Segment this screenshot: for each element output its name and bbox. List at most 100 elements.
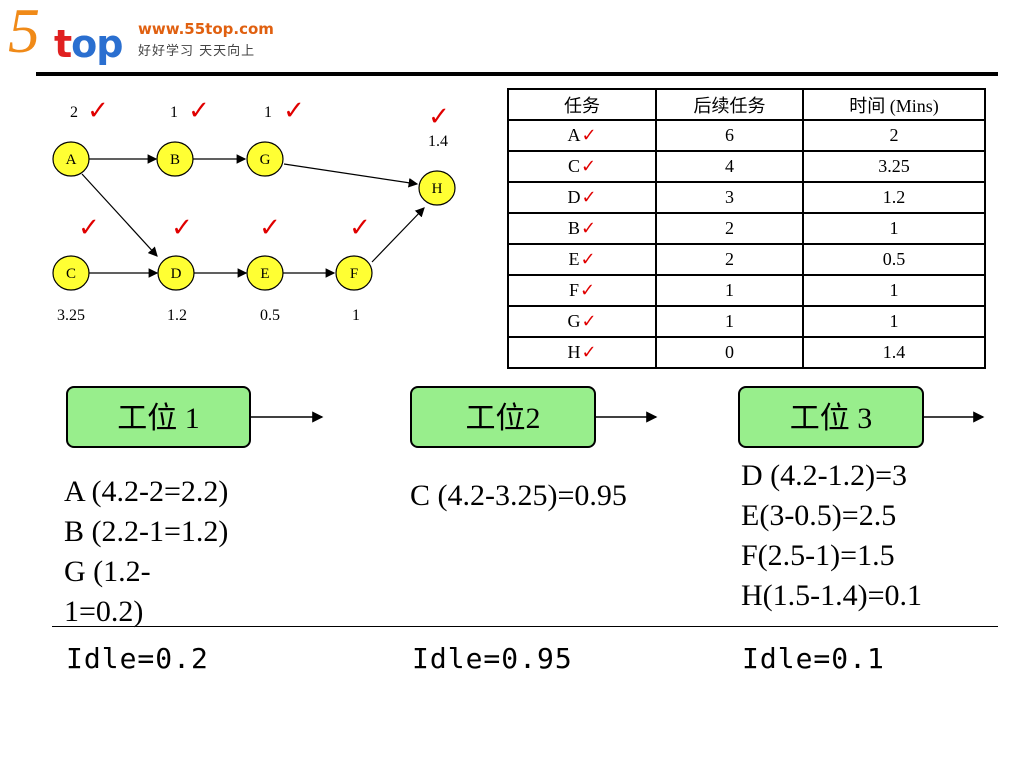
node-g bbox=[246, 141, 284, 177]
task-cell: H✓ bbox=[507, 336, 657, 369]
time-label-e: 0.5 bbox=[260, 307, 280, 324]
header-time: 时间 (Mins) bbox=[802, 88, 986, 121]
check-icon: ✓ bbox=[87, 96, 109, 126]
node-d bbox=[157, 255, 195, 291]
task-cell: C✓ bbox=[507, 150, 657, 183]
task-cell: F✓ bbox=[507, 274, 657, 307]
check-icon: ✓ bbox=[349, 213, 371, 243]
task-name: G bbox=[567, 311, 581, 331]
node-e-label: E bbox=[260, 266, 269, 282]
task-name: D bbox=[567, 187, 581, 207]
calc-line: 1=0.2) bbox=[64, 595, 144, 628]
time-cell: 1 bbox=[802, 305, 986, 338]
task-name: F bbox=[568, 280, 579, 300]
check-icon: ✓ bbox=[580, 218, 597, 239]
node-h bbox=[418, 170, 456, 206]
precedence-network: A B G H C D E F 2 1 1 1.4 3.25 1.2 0.5 1… bbox=[52, 96, 456, 324]
header-time-text: 时间 (Mins) bbox=[849, 95, 939, 116]
time-label-b: 1 bbox=[170, 104, 178, 121]
station-3-box: 工位 3 bbox=[738, 386, 924, 448]
table-row: B✓ 2 1 bbox=[507, 212, 986, 245]
successors-cell: 4 bbox=[655, 150, 804, 183]
task-table: 任务 后续任务 时间 (Mins) A✓ 6 2 C✓ 4 3.25 D✓ 3 … bbox=[507, 88, 986, 369]
task-name: A bbox=[567, 125, 581, 145]
task-cell: G✓ bbox=[507, 305, 657, 338]
table-row: C✓ 4 3.25 bbox=[507, 150, 986, 183]
successors-cell: 2 bbox=[655, 243, 804, 276]
station-2-calc: C (4.2-3.25)=0.95 bbox=[410, 476, 627, 516]
successors-cell: 2 bbox=[655, 212, 804, 245]
table-row: H✓ 0 1.4 bbox=[507, 336, 986, 369]
station-2-box: 工位2 bbox=[410, 386, 596, 448]
check-icon: ✓ bbox=[259, 213, 281, 243]
time-cell: 1 bbox=[802, 212, 986, 245]
check-icon: ✓ bbox=[581, 187, 597, 208]
logo-slogan: 好好学习 天天向上 bbox=[138, 44, 256, 59]
station-1-box: 工位 1 bbox=[66, 386, 251, 448]
successors-cell: 3 bbox=[655, 181, 804, 214]
station-3-calc: D (4.2-1.2)=3 E(3-0.5)=2.5 F(2.5-1)=1.5 … bbox=[741, 456, 922, 616]
edge-a-d bbox=[81, 173, 158, 257]
task-cell: A✓ bbox=[507, 119, 657, 152]
table-row: A✓ 6 2 bbox=[507, 119, 986, 152]
check-icon: ✓ bbox=[581, 342, 597, 363]
calc-line: A (4.2-2=2.2) bbox=[64, 475, 229, 508]
table-row: E✓ 2 0.5 bbox=[507, 243, 986, 276]
logo-top-t: t bbox=[54, 22, 72, 66]
check-icon: ✓ bbox=[78, 213, 100, 243]
network-edges bbox=[81, 154, 425, 278]
logo-top: top bbox=[54, 22, 123, 66]
successors-cell: 1 bbox=[655, 305, 804, 338]
time-label-d: 1.2 bbox=[167, 307, 187, 324]
check-icon: ✓ bbox=[171, 213, 193, 243]
task-cell: B✓ bbox=[507, 212, 657, 245]
calc-line: C (4.2-3.25)=0.95 bbox=[410, 479, 627, 512]
table-row: G✓ 1 1 bbox=[507, 305, 986, 338]
check-icon: ✓ bbox=[283, 96, 305, 126]
station-arrows bbox=[251, 411, 985, 423]
successors-cell: 1 bbox=[655, 274, 804, 307]
check-icon: ✓ bbox=[581, 125, 597, 146]
station-2-idle: Idle=0.95 bbox=[412, 642, 573, 675]
calc-line: G (1.2- bbox=[64, 555, 151, 588]
node-e bbox=[246, 255, 284, 291]
node-b bbox=[156, 141, 194, 177]
edge-f-h bbox=[371, 207, 425, 263]
node-c-label: C bbox=[66, 266, 76, 282]
node-f-label: F bbox=[350, 266, 358, 282]
task-name: B bbox=[567, 218, 580, 238]
check-icon: ✓ bbox=[579, 280, 596, 301]
check-icon: ✓ bbox=[188, 96, 210, 126]
logo-url: www.55top.com bbox=[138, 20, 274, 38]
header-task: 任务 bbox=[507, 88, 657, 121]
time-cell: 2 bbox=[802, 119, 986, 152]
logo-five: 5 bbox=[8, 0, 40, 66]
calc-line: H(1.5-1.4)=0.1 bbox=[741, 579, 923, 612]
station-3-idle: Idle=0.1 bbox=[742, 642, 885, 675]
check-icon: ✓ bbox=[580, 156, 597, 177]
time-label-c: 3.25 bbox=[57, 307, 85, 324]
logo-top-op: op bbox=[71, 22, 123, 66]
check-icon: ✓ bbox=[428, 102, 450, 132]
node-a bbox=[52, 141, 90, 177]
time-cell: 3.25 bbox=[802, 150, 986, 183]
calc-line: B (2.2-1=1.2) bbox=[64, 515, 229, 548]
node-a-label: A bbox=[66, 152, 77, 168]
task-cell: E✓ bbox=[507, 243, 657, 276]
edge-g-h bbox=[283, 163, 419, 188]
time-cell: 0.5 bbox=[802, 243, 986, 276]
table-row: F✓ 1 1 bbox=[507, 274, 986, 307]
time-cell: 1 bbox=[802, 274, 986, 307]
time-cell: 1.2 bbox=[802, 181, 986, 214]
check-icon: ✓ bbox=[581, 311, 597, 332]
node-g-label: G bbox=[260, 152, 271, 168]
time-label-a: 2 bbox=[70, 104, 78, 121]
successors-cell: 0 bbox=[655, 336, 804, 369]
successors-cell: 6 bbox=[655, 119, 804, 152]
time-label-g: 1 bbox=[264, 104, 272, 121]
task-cell: D✓ bbox=[507, 181, 657, 214]
station-1-idle: Idle=0.2 bbox=[66, 642, 209, 675]
node-b-label: B bbox=[170, 152, 180, 168]
station-1-calc: A (4.2-2=2.2) B (2.2-1=1.2) G (1.2- 1=0.… bbox=[64, 472, 228, 632]
time-cell: 1.4 bbox=[802, 336, 986, 369]
